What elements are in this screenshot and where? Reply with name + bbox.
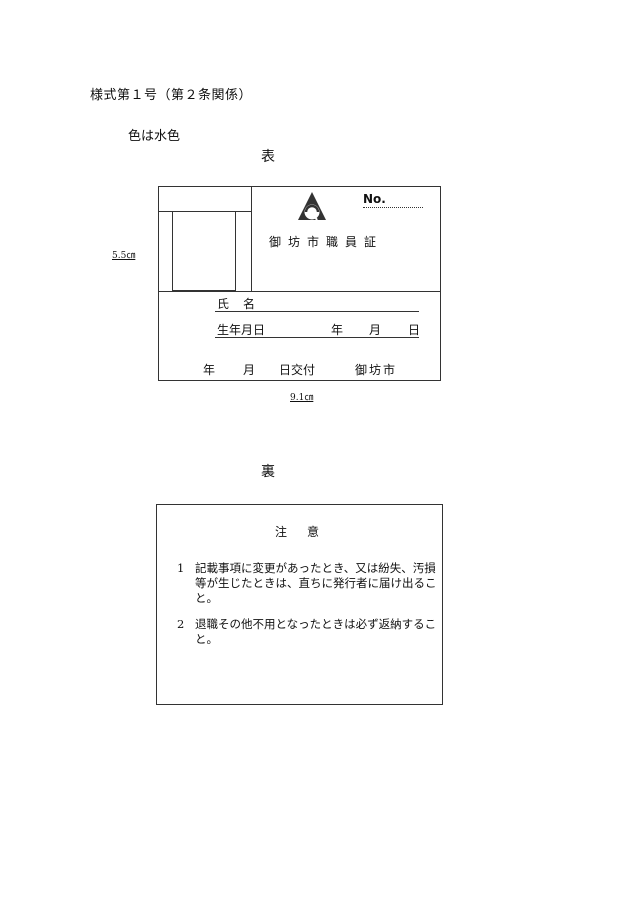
- name-line: [215, 311, 419, 312]
- birth-month-label: 月: [369, 323, 382, 337]
- birth-day-label: 日: [408, 323, 421, 337]
- birth-date-label: 生年月日: [217, 323, 266, 337]
- photo-box: [172, 211, 236, 291]
- issuer-name: 御坊市: [355, 363, 398, 377]
- card-number-field: [363, 207, 423, 208]
- id-card-front: No. 御坊市職員証 氏名 生年月日 年 月 日 年 月 日交付 御坊市: [158, 186, 441, 381]
- city-emblem-icon: [297, 191, 327, 227]
- notice-item-number: 2: [177, 617, 185, 631]
- width-dimension: 9.1㎝: [290, 393, 314, 403]
- photo-area-divider-vertical: [251, 187, 252, 291]
- height-dimension: 5.5㎝: [112, 251, 136, 261]
- notice-item-text: 記載事項に変更があったとき、又は紛失、汚損等が生じたときは、直ちに発行者に届け出…: [195, 561, 437, 605]
- card-title: 御坊市職員証: [269, 235, 384, 249]
- notice-item-text: 退職その他不用となったときは必ず返納すること。: [195, 617, 437, 646]
- front-horizontal-divider: [159, 291, 440, 292]
- back-side-heading: 裏: [261, 464, 275, 480]
- issue-year-label: 年: [203, 363, 216, 377]
- name-label: 氏名: [217, 297, 270, 311]
- notice-item: 1 記載事項に変更があったとき、又は紛失、汚損等が生じたときは、直ちに発行者に届…: [177, 561, 439, 606]
- id-card-back: 注意 1 記載事項に変更があったとき、又は紛失、汚損等が生じたときは、直ちに発行…: [156, 504, 443, 705]
- birth-year-label: 年: [331, 323, 344, 337]
- form-title: 様式第１号（第２条関係）: [90, 88, 253, 103]
- issue-month-label: 月: [243, 363, 256, 377]
- front-side-heading: 表: [261, 149, 275, 165]
- issue-day-label: 日交付: [279, 363, 316, 377]
- color-note: 色は水色: [128, 129, 181, 144]
- notice-item: 2 退職その他不用となったときは必ず返納すること。: [177, 617, 439, 647]
- notice-item-number: 1: [177, 561, 185, 575]
- card-number-label: No.: [363, 192, 386, 206]
- birth-date-line: [215, 337, 419, 338]
- notice-title: 注意: [275, 525, 340, 539]
